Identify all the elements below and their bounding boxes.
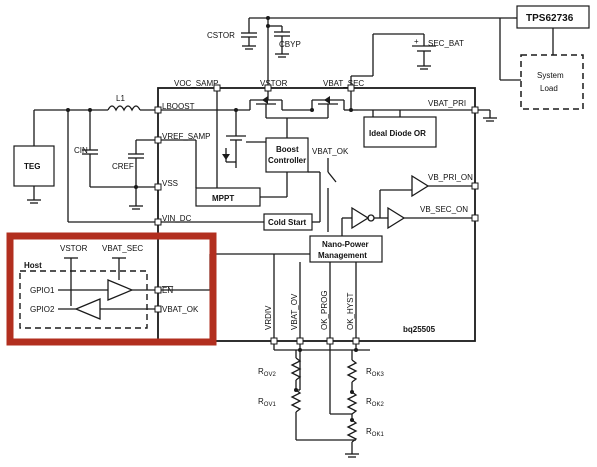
system-load-line1: System <box>537 71 564 80</box>
host-title: Host <box>24 261 42 270</box>
boost-controller-box <box>265 137 309 173</box>
teg-label: TEG <box>24 162 40 171</box>
nano-power-box <box>309 235 383 263</box>
internal-vbat-ok-label: VBAT_OK <box>312 147 349 156</box>
vb-pri-on-label: VB_PRI_ON <box>428 173 473 182</box>
nano-power-line1: Nano-Power <box>322 240 369 249</box>
rok2-label: ROK2 <box>366 397 384 408</box>
vin-dc-label: VIN_DC <box>162 214 192 223</box>
cstor-label: CSTOR <box>207 31 235 40</box>
gpio2-label: GPIO2 <box>30 305 55 314</box>
rov1-label: ROV1 <box>258 397 276 408</box>
l1-label: L1 <box>116 94 125 103</box>
rok1-label: ROK1 <box>366 427 384 438</box>
ok-prog-label: OK_PROG <box>320 290 329 330</box>
cref-label: CREF <box>112 162 134 171</box>
system-load-line2: Load <box>540 84 558 93</box>
nano-power-line2: Management <box>318 251 367 260</box>
vss-label: VSS <box>162 179 178 188</box>
rov2-label: ROV2 <box>258 367 276 378</box>
sec-bat-label: SEC_BAT <box>428 39 464 48</box>
cold-start-label: Cold Start <box>268 218 307 227</box>
host-vbat-sec-label: VBAT_SEC <box>102 244 143 253</box>
cbyp-label: CBYP <box>279 40 301 49</box>
vbat-ok-label: VBAT_OK <box>162 305 199 314</box>
vrdiv-label: VRDIV <box>264 305 273 330</box>
host-vstor-label: VSTOR <box>60 244 88 253</box>
vbat-pri-pin-label: VBAT_PRI <box>428 99 466 108</box>
chip-name: bq25505 <box>403 325 436 334</box>
gpio1-label: GPIO1 <box>30 286 55 295</box>
rok3-label: ROK3 <box>366 367 384 378</box>
ideal-diode-box <box>363 116 437 148</box>
ideal-diode-label: Ideal Diode OR <box>369 129 426 138</box>
vstor-pin-label: VSTOR <box>260 79 288 88</box>
system-load-box <box>520 54 584 110</box>
voc-samp-label: VOC_SAMP <box>174 79 218 88</box>
boost-line1: Boost <box>276 145 299 154</box>
vb-sec-on-label: VB_SEC_ON <box>420 205 468 214</box>
host-dashed-box <box>19 270 148 329</box>
lboost-label: LBOOST <box>162 102 195 111</box>
boost-line2: Controller <box>268 156 306 165</box>
mppt-label: MPPT <box>212 194 234 203</box>
vbat-sec-pin-label: VBAT_SEC <box>323 79 364 88</box>
plus-sign: + <box>414 37 419 46</box>
host-highlight-frame <box>6 232 217 346</box>
ok-hyst-label: OK_HYST <box>346 293 355 330</box>
cin-label: CIN <box>74 146 88 155</box>
vbat-ov-label: VBAT_OV <box>290 293 299 330</box>
vref-samp-label: VREF_SAMP <box>162 132 210 141</box>
regulator-label: TPS62736 <box>526 13 574 24</box>
